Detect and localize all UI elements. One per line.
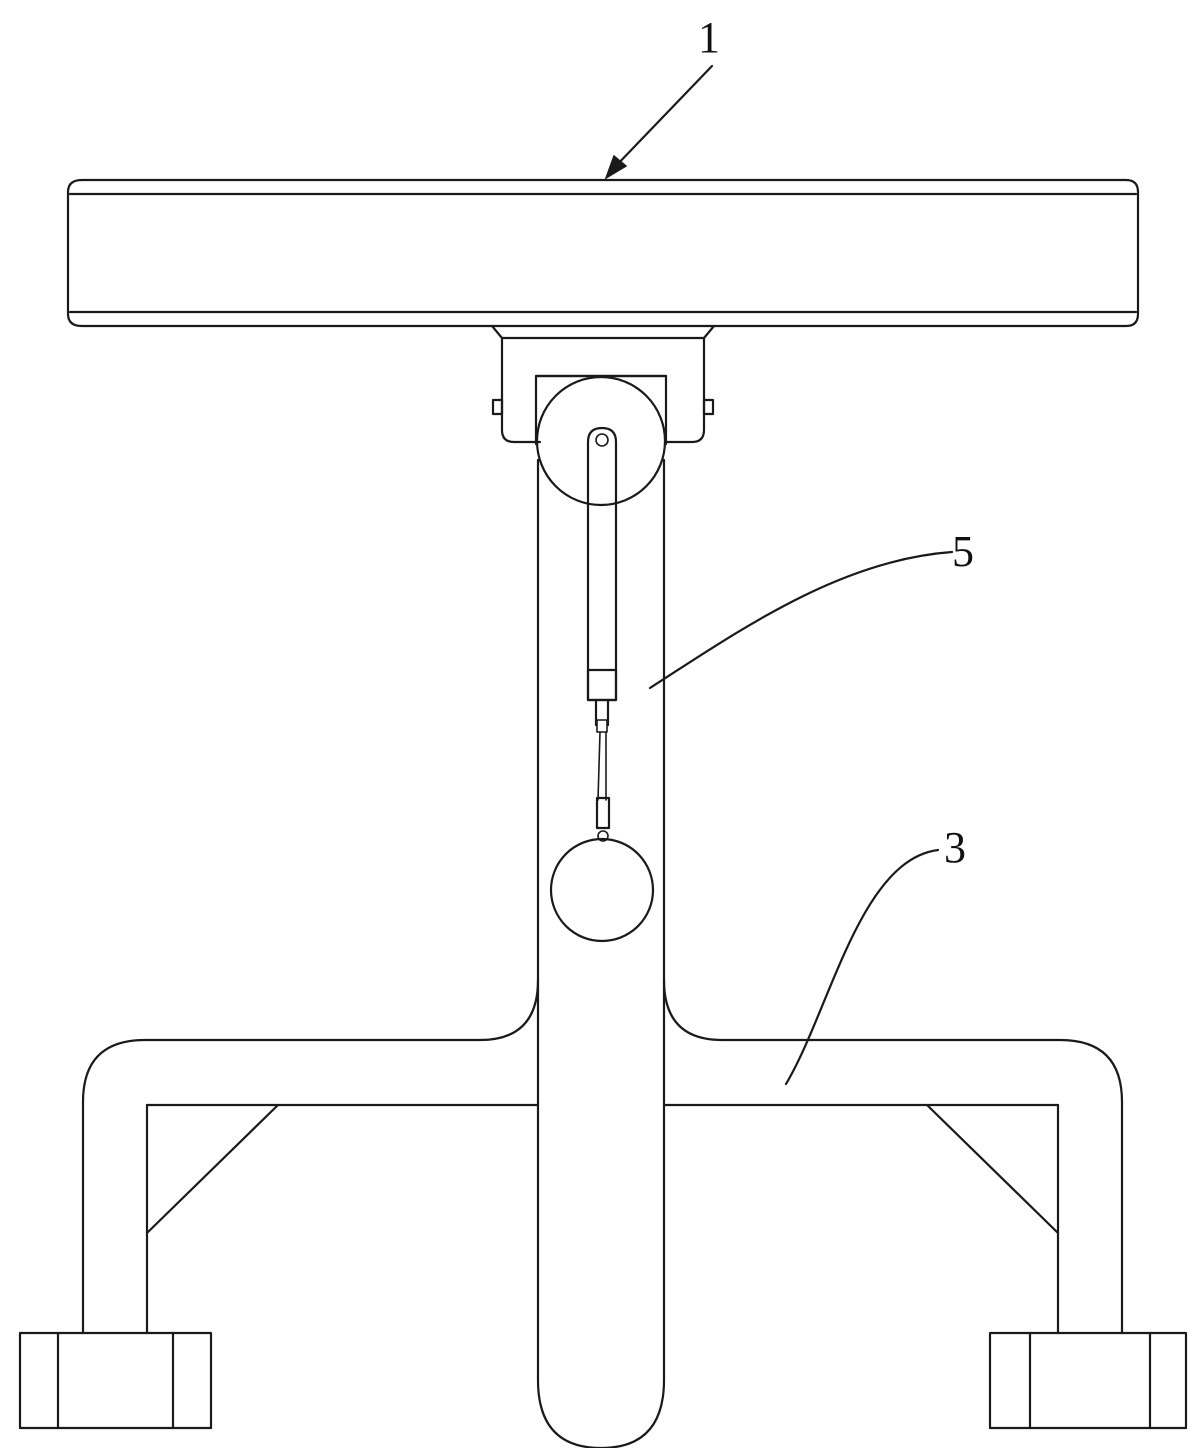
pivot-disc bbox=[535, 375, 667, 507]
leader-line-1 bbox=[604, 64, 714, 180]
base-frame bbox=[81, 978, 1124, 1335]
callout-label-1: 1 bbox=[698, 13, 720, 62]
table-top bbox=[66, 178, 1140, 328]
callout-label-5: 5 bbox=[952, 527, 974, 576]
leader-line-5 bbox=[648, 550, 954, 690]
mounting-bracket bbox=[490, 324, 716, 446]
gas-strut-assembly bbox=[549, 426, 655, 943]
leader-line-3 bbox=[784, 848, 940, 1086]
left-foot bbox=[18, 1331, 213, 1430]
callout-label-3: 3 bbox=[944, 823, 966, 872]
right-foot bbox=[988, 1331, 1188, 1430]
central-column bbox=[536, 458, 666, 1448]
